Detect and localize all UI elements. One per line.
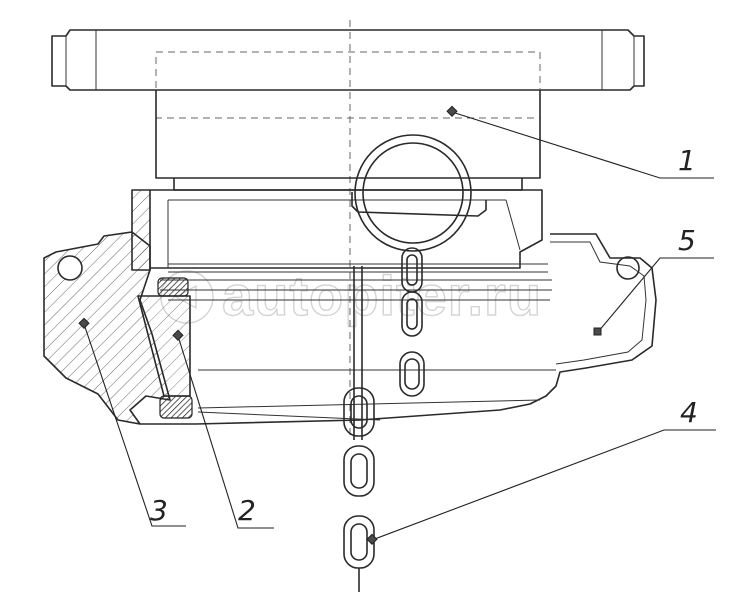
lower-seal: [159, 395, 193, 419]
pull-ring: [351, 134, 487, 252]
callout-1: 1: [678, 144, 696, 177]
bayonet-nut: [140, 233, 657, 425]
callout-4: 4: [680, 396, 698, 429]
marker-3: [78, 317, 90, 329]
callout-3: 3: [150, 494, 168, 527]
watermark-text: autopiter.ru: [222, 264, 542, 327]
marker-2: [172, 329, 184, 341]
seal-rings: [157, 277, 193, 419]
watermark: autopiter.ru: [160, 263, 542, 328]
top-flange: [51, 29, 645, 119]
callout-2: 2: [238, 494, 256, 527]
chain: [343, 247, 425, 592]
upper-seal: [157, 277, 189, 297]
leaders: [78, 105, 716, 545]
marker-4: [366, 533, 378, 545]
marker-5: [593, 327, 602, 336]
callout-5: 5: [678, 224, 696, 257]
valve-body: [150, 90, 552, 301]
marker-1: [446, 105, 458, 117]
